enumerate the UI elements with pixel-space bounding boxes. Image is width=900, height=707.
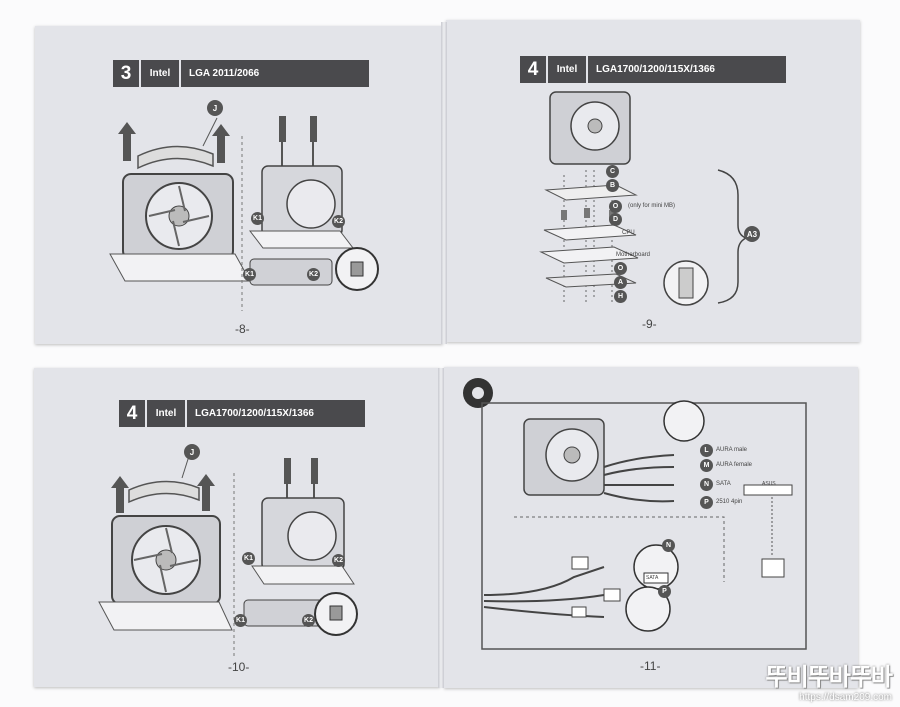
manual-page-11: L AURA male M AURA female N SATA P 2510 … [444, 367, 858, 688]
callout-b: B [606, 179, 619, 192]
callout-k2: K2 [307, 268, 320, 281]
asus-label: ASUS [762, 481, 776, 487]
cooler-install-illustration [98, 455, 358, 658]
callout-j: J [207, 100, 223, 116]
callout-o: O [614, 262, 627, 275]
step-number: 4 [520, 56, 548, 83]
callout-p: P [658, 585, 671, 598]
cable-connection-diagram [463, 378, 807, 650]
2510-4pin-label: 2510 4pin [716, 499, 743, 505]
page-number: -9- [642, 317, 657, 331]
callout-a3: A3 [744, 226, 760, 242]
callout-m: M [700, 459, 713, 472]
aura-male-label: AURA male [716, 447, 748, 453]
step-number: 4 [119, 400, 147, 427]
binding-gutter [441, 22, 447, 344]
callout-d: D [609, 213, 622, 226]
brand-label: Intel [147, 400, 187, 427]
mini-mb-note: (only for mini MB) [628, 203, 676, 209]
callout-k2: K2 [332, 554, 345, 567]
page-number: -8- [235, 322, 250, 336]
watermark: 뚜비뚜바뚜바 https://dsam209.com [765, 657, 893, 703]
sata-port-label: SATA [646, 575, 659, 581]
socket-label: LGA 2011/2066 [181, 60, 369, 87]
callout-o: O [609, 200, 622, 213]
mounting-kit-exploded-view [539, 91, 748, 306]
page-number: -11- [640, 659, 661, 673]
step-number: 3 [113, 60, 141, 87]
page-number: -10- [228, 660, 250, 674]
callout-k1: K1 [243, 268, 256, 281]
step-header: 4 Intel LGA1700/1200/115X/1366 [119, 400, 365, 427]
callout-k2: K2 [302, 614, 315, 627]
cpu-label: CPU [622, 230, 635, 236]
callout-k2: K2 [332, 215, 345, 228]
watermark-url: https://dsam209.com [799, 692, 892, 703]
manual-page-8: 3 Intel LGA 2011/2066 J K1 K2 K1 K2 -8- [35, 26, 443, 344]
step-header: 3 Intel LGA 2011/2066 [113, 60, 369, 87]
callout-k1: K1 [251, 212, 264, 225]
callout-p: P [700, 496, 713, 509]
callout-k1: K1 [242, 552, 255, 565]
socket-label: LGA1700/1200/115X/1366 [187, 400, 365, 427]
brand-label: Intel [548, 56, 588, 83]
callout-c: C [606, 165, 619, 178]
aura-female-label: AURA female [716, 462, 753, 468]
callout-j: J [184, 444, 200, 460]
step-header: 4 Intel LGA1700/1200/115X/1366 [520, 56, 786, 83]
callout-a: A [614, 276, 627, 289]
brand-label: Intel [141, 60, 181, 87]
callout-k1: K1 [234, 614, 247, 627]
motherboard-label: Motherboard [616, 252, 651, 258]
callout-n: N [662, 539, 675, 552]
sata-label: SATA [716, 481, 731, 487]
binding-gutter [438, 368, 444, 688]
callout-n: N [700, 478, 713, 491]
callout-l: L [700, 444, 713, 457]
socket-label: LGA1700/1200/115X/1366 [588, 56, 786, 83]
manual-page-9: 4 Intel LGA1700/1200/115X/1366 C B O (on… [446, 20, 860, 342]
manual-page-10: 4 Intel LGA1700/1200/115X/1366 J K1 K2 K… [34, 368, 440, 687]
cooler-install-illustration [109, 116, 379, 311]
callout-h: H [614, 290, 627, 303]
watermark-logo: 뚜비뚜바뚜바 [765, 663, 893, 691]
